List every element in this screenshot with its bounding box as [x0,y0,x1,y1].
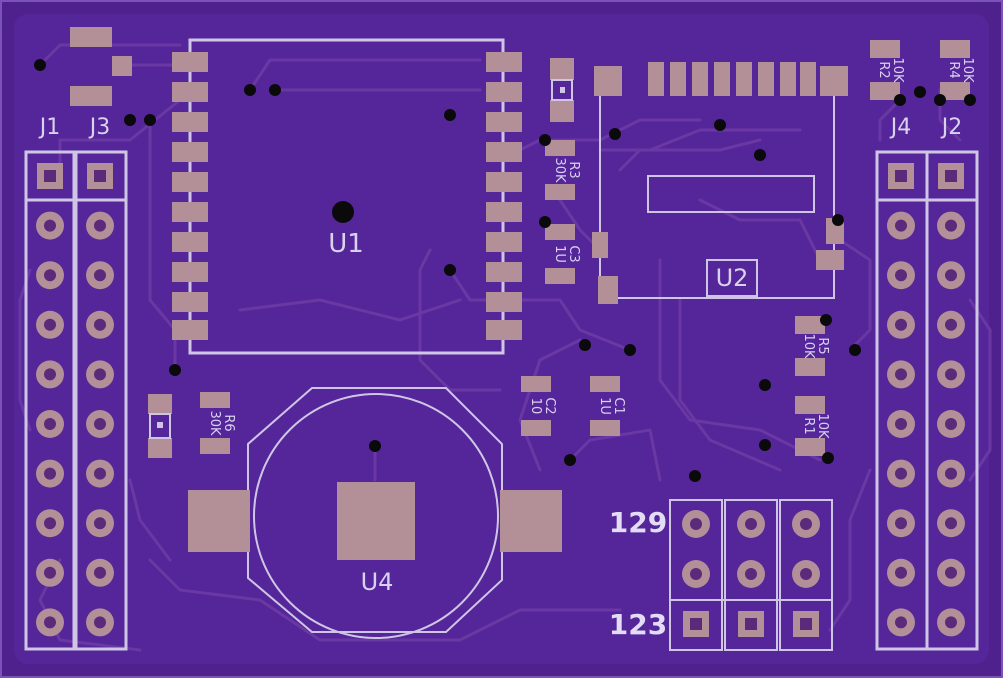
via [579,339,591,351]
via [124,114,136,126]
u1-label: U1 [328,229,364,259]
via [759,439,771,451]
r2-label: R2 [876,61,891,78]
r5-resistor: 10K R5 [795,316,830,376]
c3-capacitor: 1U C3 [545,224,581,284]
u1-outline [188,38,505,355]
header-label-123: 123 [609,608,667,641]
r4-value: 10K [960,57,975,83]
r5-label: R5 [815,337,830,354]
c1-label: C1 [611,397,626,414]
via [822,452,834,464]
r6-resistor: 30K R6 [200,392,236,454]
jumper-header: 129 123 [609,499,833,651]
header-j1-j3: J1 J3 [24,115,128,651]
r6-label: R6 [221,414,236,431]
c2-value: 10 [528,398,543,415]
via [444,109,456,121]
c1-value: 1U [597,397,612,415]
via [609,128,621,140]
r3-resistor: 30K R3 [545,140,581,200]
r1-resistor: R1 10K [795,396,830,456]
via [444,264,456,276]
c1-capacitor: 1U C1 [590,376,626,436]
via [169,364,181,376]
u4-battery-holder: U4 [188,387,562,639]
via [894,94,906,106]
via [564,454,576,466]
jumper-pins [682,510,820,637]
via [820,314,832,326]
c2-capacitor: 10 C2 [521,376,557,436]
r3-value: 30K [552,157,567,183]
j1-label: J1 [38,115,61,140]
r4-resistor: R4 10K [940,40,975,100]
j3-label: J3 [88,115,111,140]
header-label-129: 129 [609,506,667,539]
via [934,94,946,106]
r2-value: 10K [890,57,905,83]
r4-label: R4 [946,61,961,78]
j4-label: J4 [889,115,912,140]
via [539,216,551,228]
via [34,59,46,71]
via [832,214,844,226]
j4-j2-pins [887,163,965,637]
j1-j3-pins [36,163,114,637]
c3-value: 1U [552,245,567,263]
via [759,379,771,391]
r5-value: 10K [801,333,816,359]
u2-module: U2 [592,62,848,304]
via [539,134,551,146]
via [269,84,281,96]
via [754,149,766,161]
u1-right-pads [486,52,522,340]
top-left-component [70,27,132,106]
via [714,119,726,131]
via [914,86,926,98]
via [624,344,636,356]
u2-label: U2 [716,264,749,292]
c2-label: C2 [542,397,557,414]
via [964,94,976,106]
via [849,344,861,356]
r1-value: 10K [815,413,830,439]
u4-label: U4 [361,568,394,596]
via [144,114,156,126]
j2-label: J2 [940,115,963,140]
r1-label: R1 [801,417,816,434]
via [369,440,381,452]
led-component [550,58,574,122]
via [244,84,256,96]
r3-label: R3 [566,161,581,178]
u1-left-pads [172,52,208,340]
c3-label: C3 [566,245,581,262]
via [689,470,701,482]
r2-resistor: R2 10K [870,40,905,100]
u1-module: U1 [172,38,522,355]
vias [34,59,976,482]
header-j4-j2: J4 J2 [875,115,979,651]
led2-component [148,394,172,458]
r6-value: 30K [207,410,222,436]
u1-center-via [332,201,354,223]
